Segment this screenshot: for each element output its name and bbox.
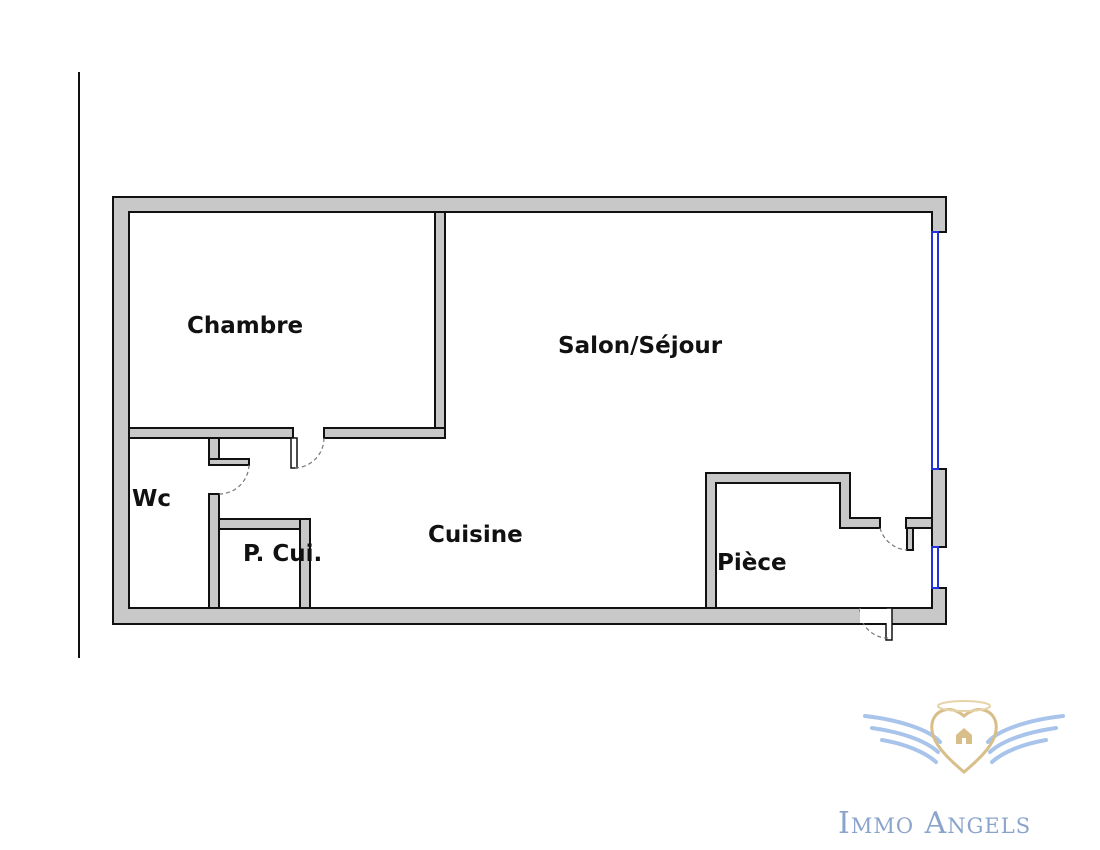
halo-icon [937, 700, 991, 712]
wall-piece [705, 472, 881, 609]
wall-chambre-right [434, 211, 446, 439]
doors [218, 437, 908, 641]
label-placard: P. Cui. [243, 541, 322, 567]
label-chambre: Chambre [187, 313, 303, 339]
label-wc: Wc [132, 486, 171, 512]
outer-walls [112, 196, 947, 625]
wall-chambre-bottom-right [323, 427, 446, 439]
label-salon: Salon/Séjour [558, 333, 723, 359]
windows [931, 231, 939, 589]
heart-icon [930, 708, 998, 774]
wall-placard-top [218, 518, 310, 530]
door-entrance-leaf [885, 607, 893, 641]
brand-name: Immo Angels [838, 806, 1031, 841]
wall-wc-stub [208, 458, 250, 466]
door-entrance-swing [859, 607, 889, 639]
window-upper [931, 231, 939, 470]
entrance-opening [860, 609, 890, 623]
wall-chambre-bottom-left [128, 427, 294, 439]
brand-logo: Immo Angels [838, 700, 1065, 841]
label-piece: Pièce [717, 550, 787, 576]
door-piece-swing [879, 527, 908, 551]
door-chambre-swing [293, 437, 325, 469]
house-icon [956, 728, 972, 744]
door-wc-swing [218, 464, 250, 495]
interior-walls [128, 211, 933, 609]
label-cuisine: Cuisine [428, 522, 523, 548]
wall-piece-right-stub [905, 517, 933, 529]
door-chambre-leaf [290, 437, 298, 469]
window-lower [931, 546, 939, 589]
wall-wc-lower [208, 493, 220, 609]
wings-icon [863, 714, 1065, 764]
wall-placard-right [299, 518, 311, 609]
wall-piece-door-jamb [906, 527, 914, 551]
